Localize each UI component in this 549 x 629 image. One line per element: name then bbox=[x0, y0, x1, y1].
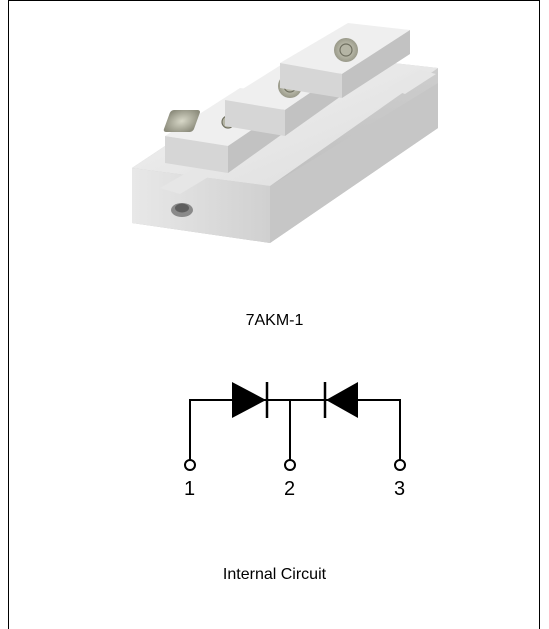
page-frame bbox=[8, 0, 540, 629]
pin-label-1: 1 bbox=[184, 478, 196, 500]
pin-3-terminal bbox=[394, 459, 406, 471]
internal-circuit-diagram bbox=[184, 382, 406, 471]
package-label: 7AKM-1 bbox=[245, 312, 304, 329]
pin-2-terminal bbox=[284, 459, 296, 471]
diode-2 bbox=[326, 382, 358, 418]
pin-1-terminal bbox=[184, 459, 196, 471]
circuit-label: Internal Circuit bbox=[222, 566, 327, 583]
pin-label-2: 2 bbox=[284, 478, 296, 500]
diode-1 bbox=[232, 382, 266, 418]
pin-label-3: 3 bbox=[394, 478, 406, 500]
module-illustration bbox=[132, 23, 438, 243]
